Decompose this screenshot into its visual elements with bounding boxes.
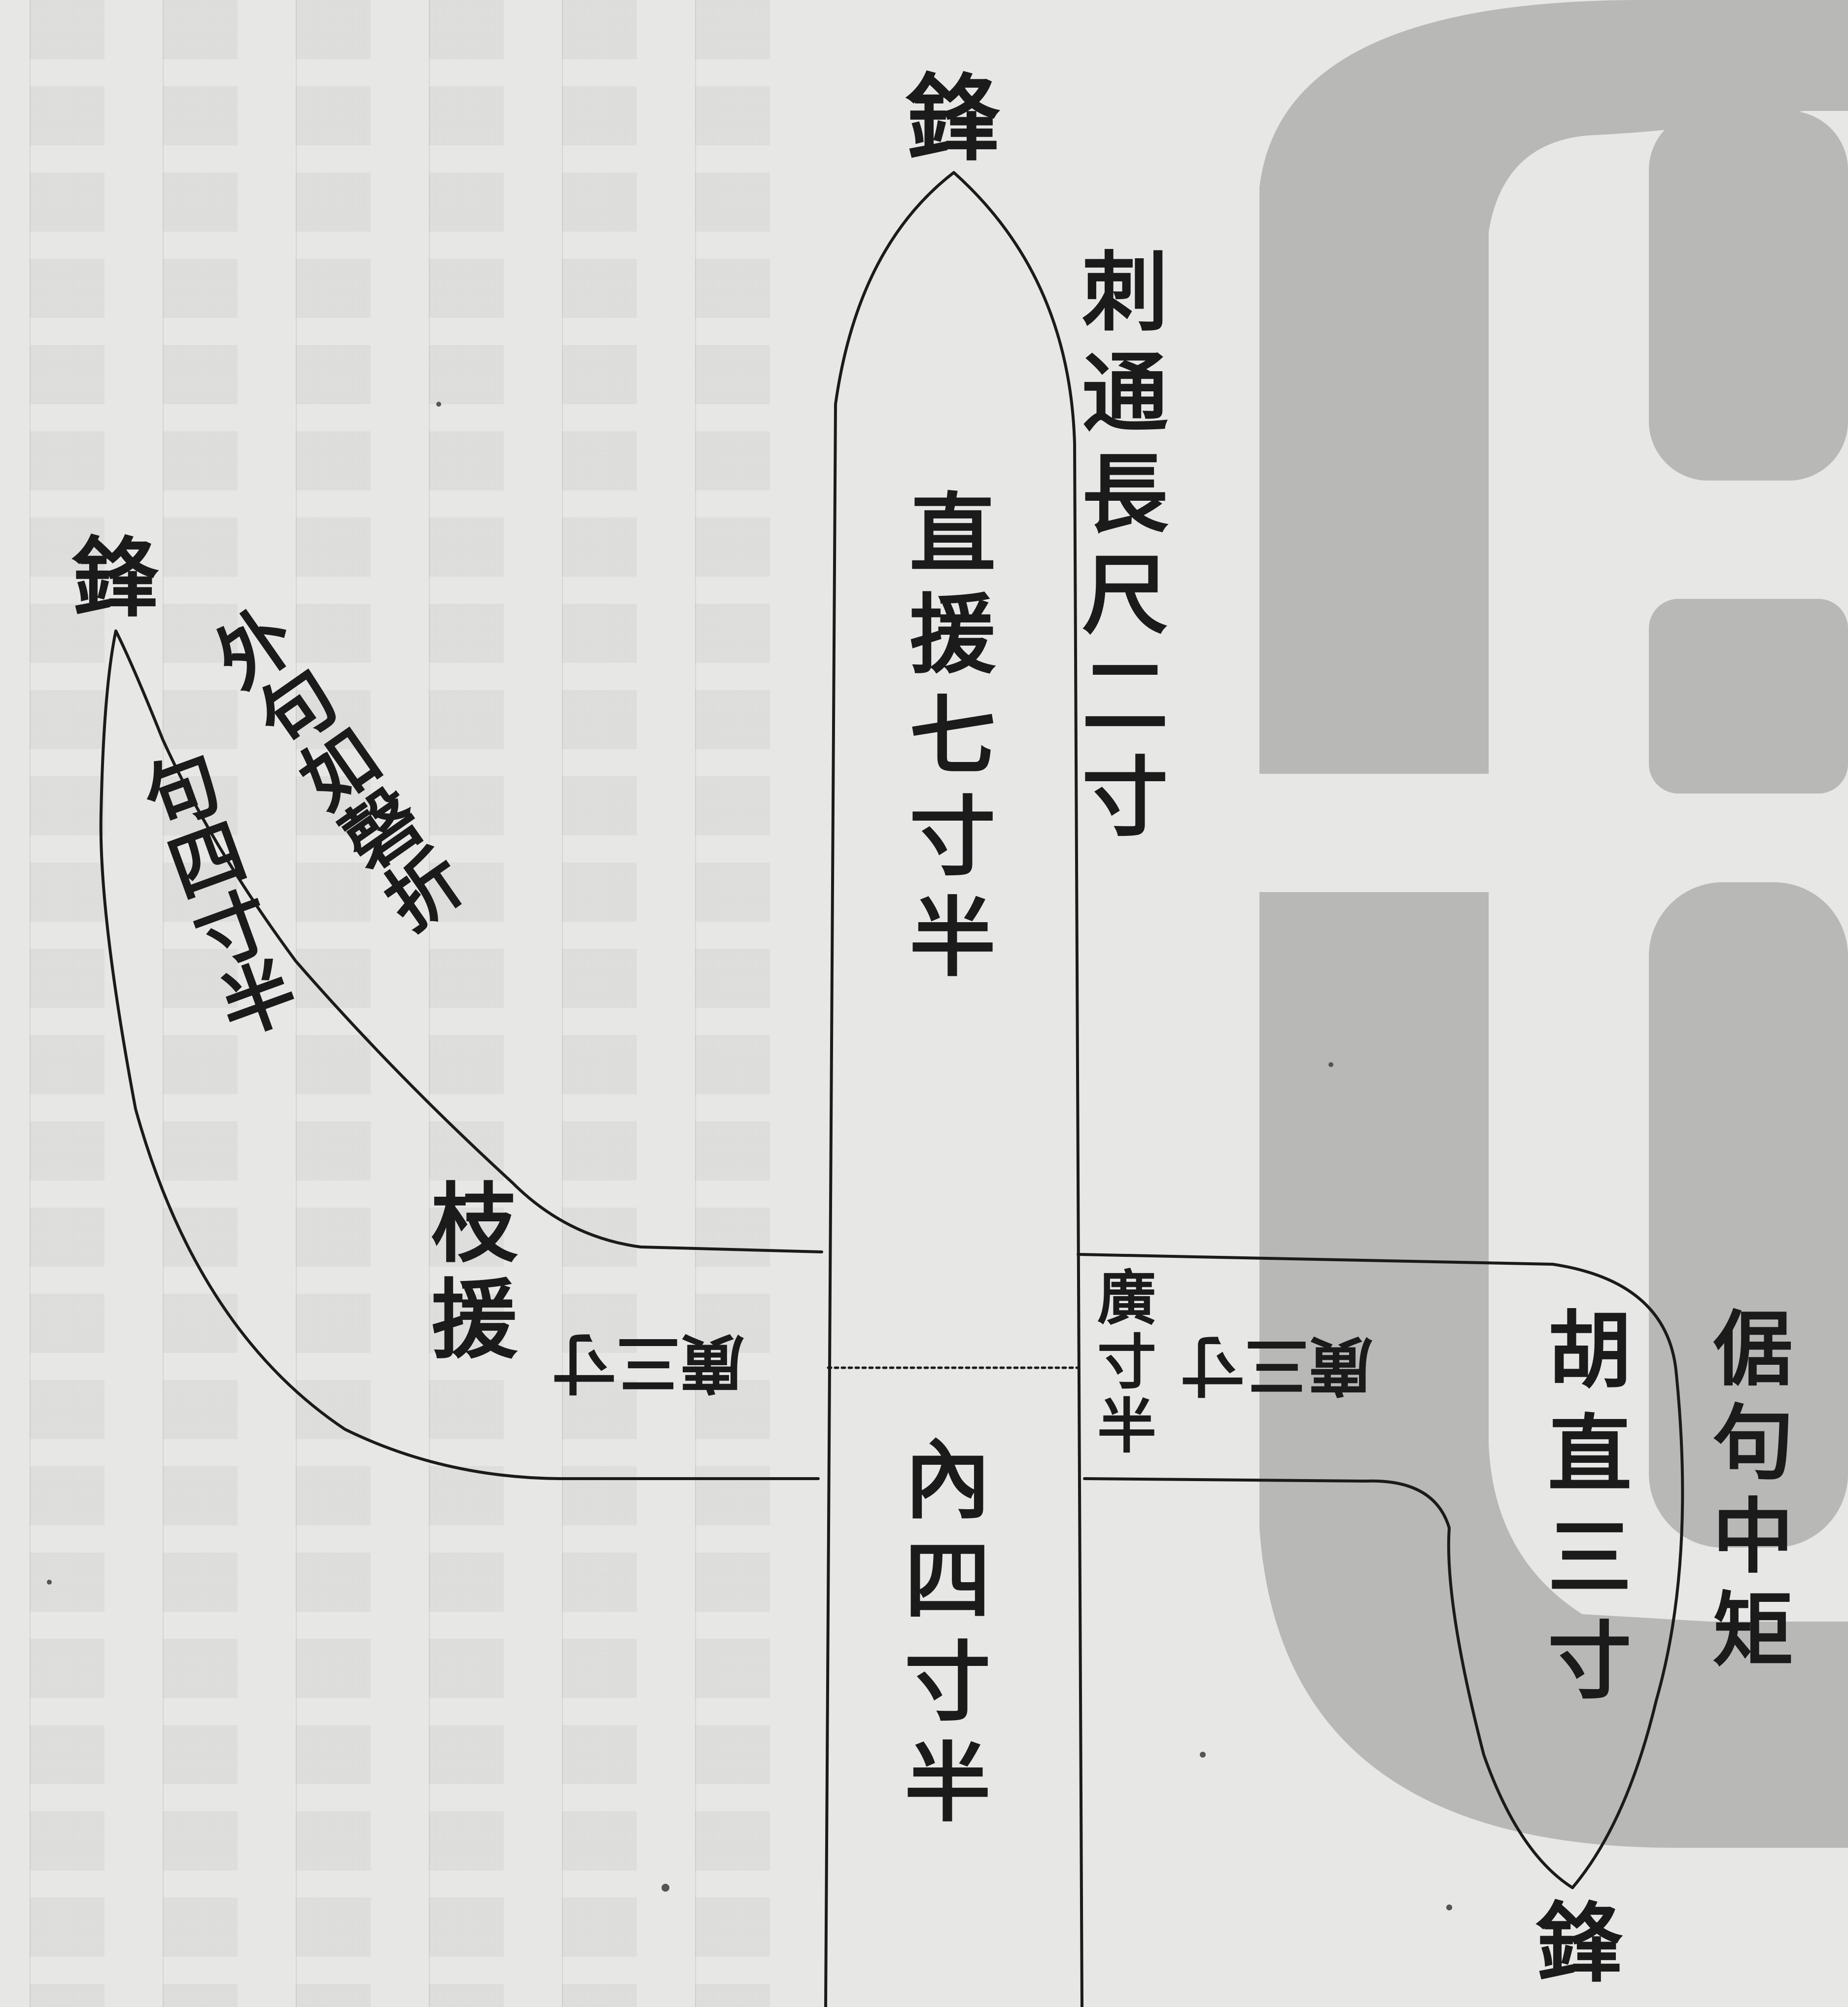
watermark-upper-arc [1259,0,1848,1848]
watermark-lower-arc [1259,892,1848,1848]
width-left-label: 廣三寸 [552,1325,745,1401]
watermark-block-lower [1649,882,1848,1548]
width-cun-label: 廣寸半 [1087,1267,1156,1459]
bleed-through-column [695,0,770,2007]
bleed-through-column [562,0,637,2007]
top-tip-label: 鋒 [889,69,999,163]
bleed-through-column [429,0,504,2007]
ink-specks [47,402,1452,1910]
hu-straight-label: 胡直三寸 [1533,1306,1632,1720]
bleed-through-column [163,0,238,2007]
left-tip-label: 鋒 [57,532,158,619]
halberd-outline [99,171,1684,2007]
watermark-stamp [1259,0,1848,1848]
watermark-block-top [1649,111,1848,481]
ju-hook-label: 倨句中矩 [1699,1306,1794,1681]
hu-blade-outline [1077,1253,1684,1889]
straight-blade-label: 直援七寸半 [895,488,996,993]
watermark-block-mid [1649,599,1848,794]
straight-blade-outline [824,171,1083,2007]
bleed-through-column [30,0,105,2007]
width-right-label: 廣三寸 [1181,1328,1373,1403]
inner-label: 內四寸半 [890,1434,991,1838]
bottom-tip-label: 鋒 [1521,1898,1622,1984]
branch-blade-outline [99,629,823,1480]
thrust-length-label: 刺通長尺二寸 [1067,246,1168,853]
branch-blade-label: 枝援 [417,1178,518,1370]
